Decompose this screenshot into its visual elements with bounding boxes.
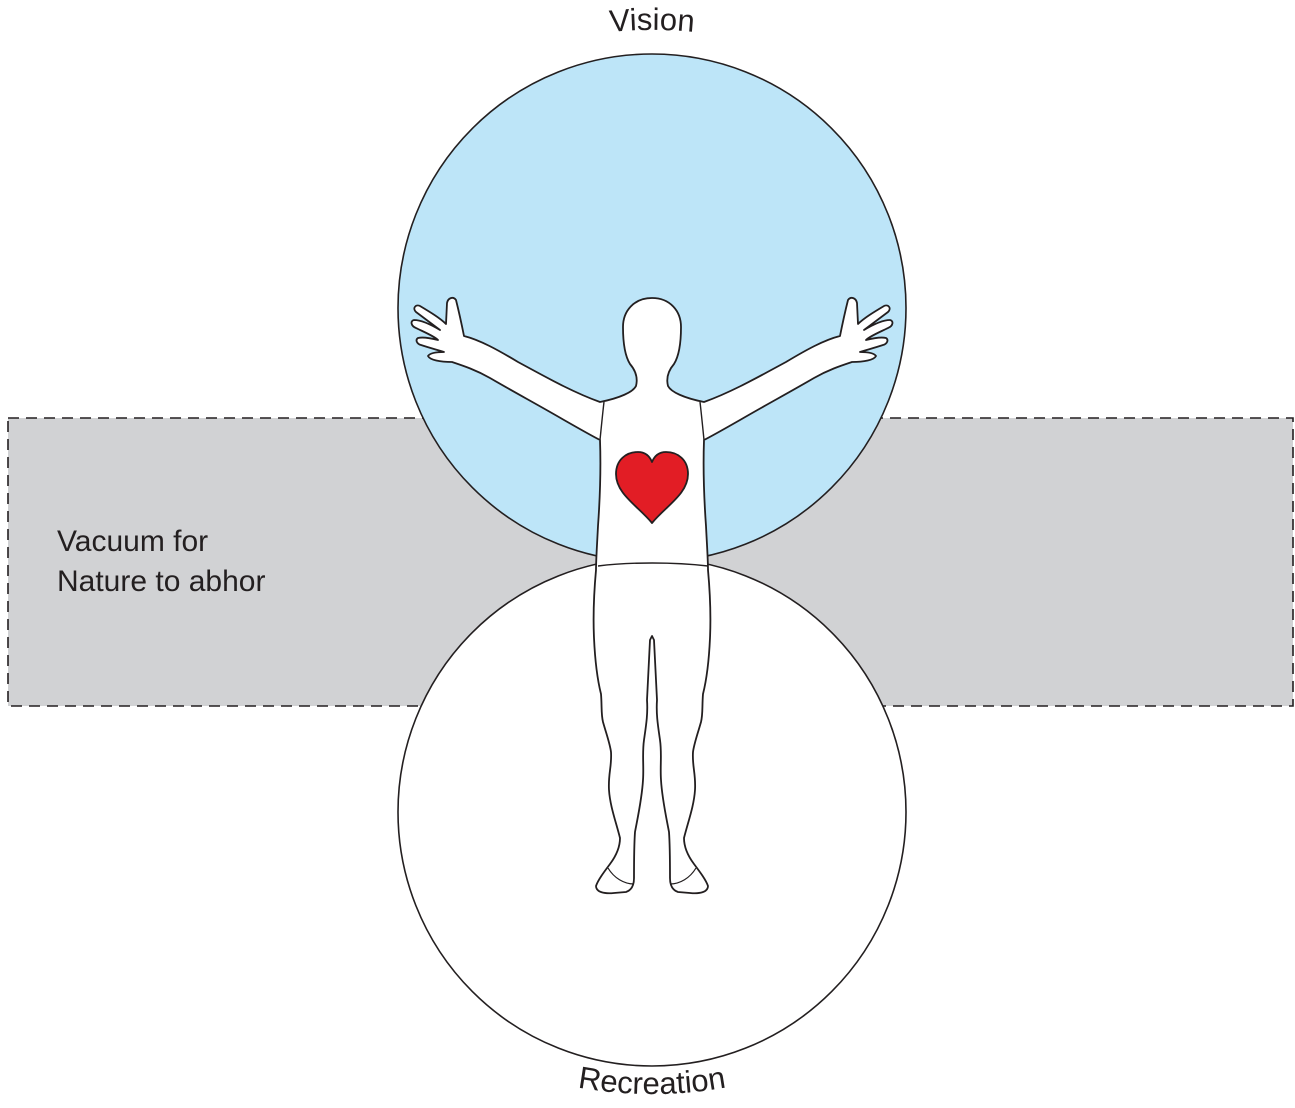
vision-label-path: Vision [608, 2, 696, 39]
vision-label: Vision [608, 2, 696, 39]
vacuum-label-line-2: Nature to abhor [57, 565, 265, 598]
vacuum-label-line-1: Vacuum for [57, 525, 208, 558]
